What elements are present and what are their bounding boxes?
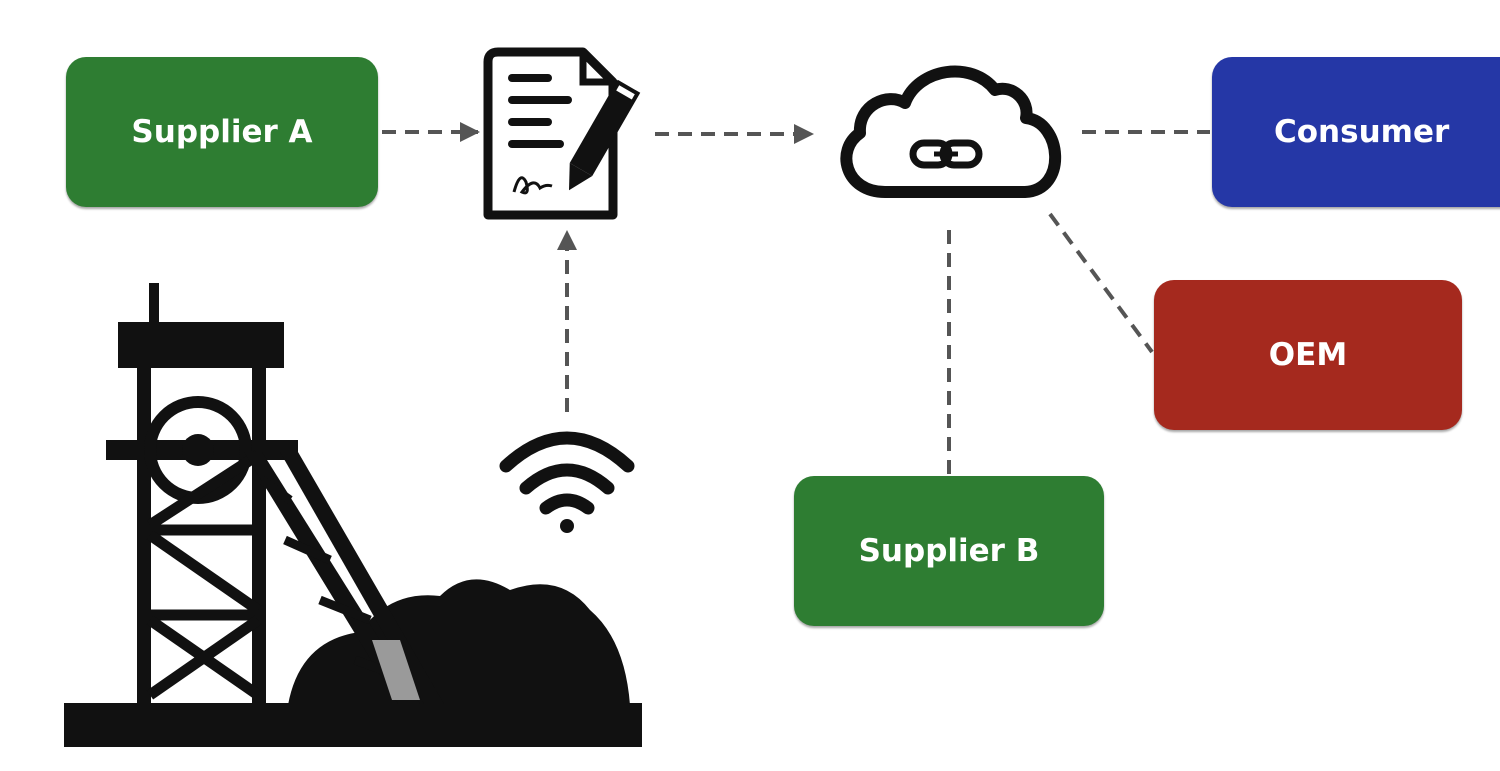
consumer-box: Consumer bbox=[1212, 57, 1500, 207]
supplier-b-box: Supplier B bbox=[794, 476, 1104, 626]
signed-document-icon bbox=[483, 47, 641, 220]
cloud-link-icon bbox=[840, 65, 1062, 198]
oem-label: OEM bbox=[1268, 337, 1348, 373]
supplier-a-box: Supplier A bbox=[66, 57, 378, 207]
supplier-a-label: Supplier A bbox=[131, 114, 313, 150]
connector-cloud-to-oem bbox=[1048, 212, 1154, 354]
mine-headframe-icon bbox=[64, 283, 642, 747]
supplier-b-label: Supplier B bbox=[858, 533, 1040, 569]
oem-box: OEM bbox=[1154, 280, 1462, 430]
consumer-label: Consumer bbox=[1274, 114, 1450, 150]
wifi-icon bbox=[499, 431, 635, 533]
